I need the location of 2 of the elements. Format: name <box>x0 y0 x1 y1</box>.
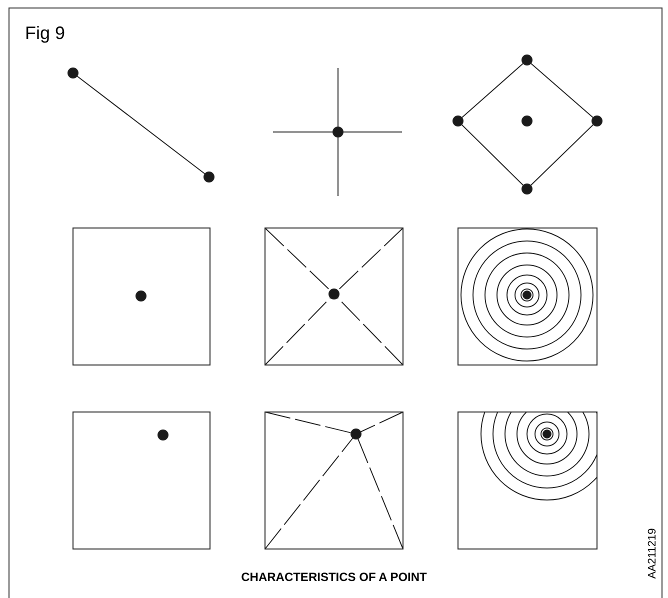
reference-code: AA211219 <box>648 527 658 581</box>
figure-number: Fig 9 <box>25 24 66 42</box>
